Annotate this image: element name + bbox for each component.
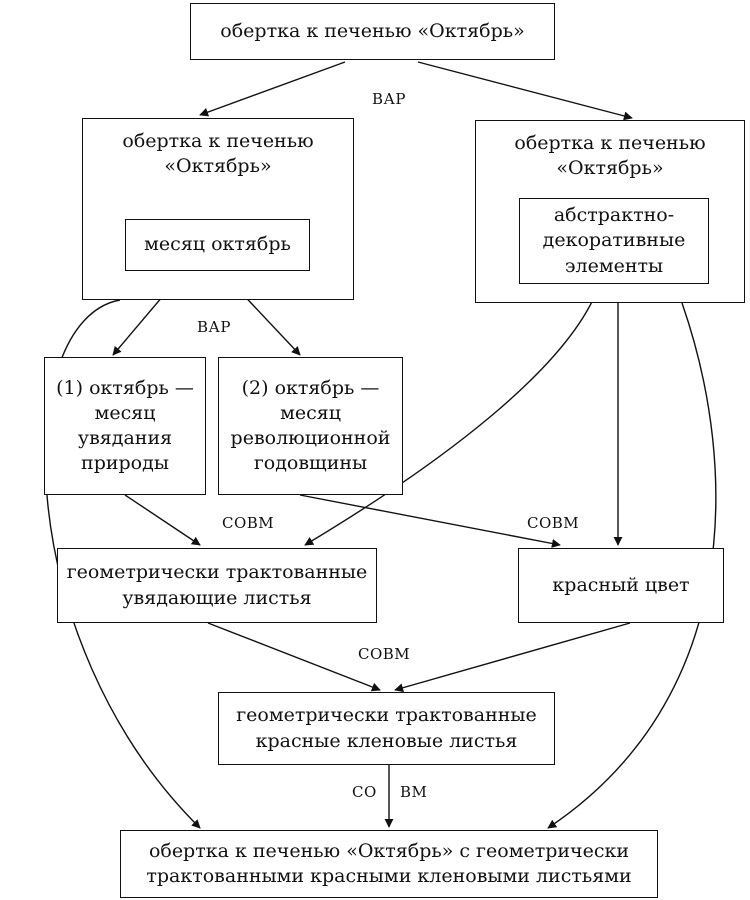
arrow-abstract-to-leaves bbox=[304, 282, 601, 546]
arrow-leaves-to-maple bbox=[207, 622, 381, 692]
node-final-wrapper: обертка к печенью «Октябрь» с геометриче… bbox=[120, 830, 658, 898]
arrow-left-outer-to-final bbox=[44, 299, 201, 829]
node-final-wrapper-label: обертка к печенью «Октябрь» с геометриче… bbox=[146, 839, 632, 887]
node-left-wrapper-label: обертка к печенью «Октябрь» bbox=[122, 130, 314, 178]
node-abstract-elements: абстрактно- декоративные элементы bbox=[519, 198, 709, 284]
node-red-maple-leaves: геометрически трактованные красные клено… bbox=[218, 692, 555, 765]
node-top-wrapper: обертка к печенью «Октябрь» bbox=[190, 3, 555, 60]
arrow-meaning-2-to-red bbox=[299, 494, 561, 548]
node-meaning-1-label: (1) октябрь — месяц увядания природы bbox=[56, 376, 194, 475]
node-red-color: красный цвет bbox=[518, 548, 724, 623]
node-meaning-1: (1) октябрь — месяц увядания природы bbox=[44, 357, 206, 495]
node-right-wrapper-label: обертка к печенью «Октябрь» bbox=[514, 132, 706, 180]
label-bap-mid: ВАР bbox=[197, 318, 231, 336]
label-sovm-left: СОВМ bbox=[222, 514, 275, 532]
node-month-october: месяц октябрь bbox=[125, 219, 310, 271]
arrow-top-to-right bbox=[417, 61, 633, 121]
node-withering-leaves-label: геометрически трактованные увядающие лис… bbox=[66, 561, 368, 609]
node-month-october-label: месяц октябрь bbox=[144, 233, 291, 256]
node-red-color-label: красный цвет bbox=[552, 573, 690, 596]
node-withering-leaves: геометрически трактованные увядающие лис… bbox=[57, 548, 377, 623]
arrow-red-to-maple bbox=[394, 622, 631, 693]
node-red-maple-leaves-label: геометрически трактованные красные клено… bbox=[236, 704, 537, 752]
node-top-label: обертка к печенью «Октябрь» bbox=[220, 19, 525, 42]
node-meaning-2-label: (2) октябрь — месяц революционной годовщ… bbox=[230, 376, 391, 475]
label-sovm-right: СОВМ bbox=[527, 514, 580, 532]
arrow-top-to-left bbox=[199, 61, 346, 117]
label-co: СО bbox=[352, 783, 377, 801]
node-abstract-elements-label: абстрактно- декоративные элементы bbox=[542, 204, 686, 277]
node-left-wrapper: обертка к печенью «Октябрь» месяц октябр… bbox=[82, 118, 354, 300]
node-right-wrapper: обертка к печенью «Октябрь» абстрактно- … bbox=[475, 120, 745, 303]
arrow-meaning-1-to-leaves bbox=[124, 494, 201, 546]
label-sovm-bottom: СОВМ bbox=[358, 645, 411, 663]
node-meaning-2: (2) октябрь — месяц революционной годовщ… bbox=[218, 357, 403, 495]
label-bap-top: ВАР bbox=[372, 90, 406, 108]
label-vm: ВМ bbox=[400, 783, 428, 801]
